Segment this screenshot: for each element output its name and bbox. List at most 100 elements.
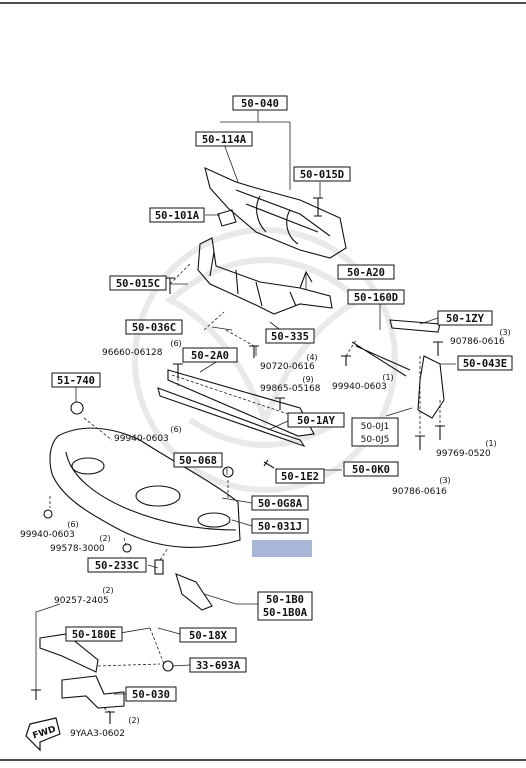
callout-50-036c[interactable]: 50-036C	[125, 319, 183, 335]
partno-99865[interactable]: 99865-05168	[260, 384, 321, 394]
callout-50-1e2[interactable]: 50-1E2	[275, 468, 325, 484]
callout-51-740[interactable]: 51-740	[51, 372, 101, 388]
code-label: 50-114A	[202, 134, 247, 146]
partno-90786-lower[interactable]: 90786-0616	[392, 487, 447, 497]
stud-90257[interactable]	[31, 689, 41, 700]
code-label: 50-1ZY	[446, 313, 485, 325]
partno-9yaa3[interactable]: 9YAA3-0602	[70, 729, 125, 739]
callout-50-0g8a[interactable]: 50-0G8A	[251, 495, 309, 511]
qty-99940-right: (1)	[382, 373, 393, 382]
bolt-90786-upper[interactable]	[433, 341, 443, 356]
partno-90720[interactable]: 90720-0616	[260, 362, 315, 372]
fwd-arrow-icon: FWD	[25, 717, 61, 752]
callout-50-043e[interactable]: 50-043E	[457, 355, 513, 371]
qty-90786-lower: (3)	[439, 476, 450, 485]
callout-50-1zy[interactable]: 50-1ZY	[437, 310, 493, 326]
qty-96660: (6)	[170, 339, 181, 348]
code-label: 50-A20	[347, 267, 385, 279]
callout-50-101a[interactable]: 50-101A	[149, 207, 205, 223]
reinforcement-ribs	[235, 189, 331, 245]
emblem-51-740[interactable]	[70, 401, 84, 415]
callout-50-015c[interactable]: 50-015C	[109, 275, 167, 291]
callout-33-693a[interactable]: 33-693A	[189, 657, 247, 673]
bolt-015c[interactable]	[165, 277, 175, 294]
code-label: 50-1B0A	[263, 607, 308, 619]
code-label: 50-1AY	[297, 415, 336, 427]
qty-99769: (1)	[485, 439, 496, 448]
hardware-labels: (6) 96660-06128 (4) 90720-0616 (9) 99865…	[20, 328, 511, 739]
callout-50-0j1-0j5[interactable]: 50-0J1 50-0J5	[351, 417, 399, 447]
nut-99940[interactable]	[43, 509, 53, 519]
qty-9yaa3: (2)	[128, 716, 139, 725]
partno-99940-left[interactable]: 99940-0603	[20, 530, 75, 540]
partno-99940-right[interactable]: 99940-0603	[332, 382, 387, 392]
bolt-9yaa3[interactable]	[105, 711, 115, 724]
bolt-90786-lower[interactable]	[415, 435, 425, 450]
callout-50-18x[interactable]: 50-18X	[179, 627, 237, 643]
callout-50-114a[interactable]: 50-114A	[195, 131, 253, 147]
qty-99865: (9)	[302, 375, 313, 384]
callout-50-1ay[interactable]: 50-1AY	[287, 412, 345, 428]
code-label: 33-693A	[196, 660, 241, 672]
clip-101a[interactable]	[217, 209, 237, 227]
qty-99940-left: (6)	[67, 520, 78, 529]
code-label: 50-015D	[300, 169, 344, 181]
callout-50-2a0[interactable]: 50-2A0	[182, 347, 238, 363]
bolt-015d[interactable]	[313, 197, 323, 217]
callout-50-a20[interactable]: 50-A20	[337, 264, 395, 280]
code-label: 50-18X	[189, 630, 228, 642]
lip-strip[interactable]	[157, 387, 306, 448]
pin-1e2[interactable]	[263, 459, 275, 469]
callout-50-0k0[interactable]: 50-0K0	[343, 461, 399, 477]
code-label: 50-335	[271, 331, 309, 343]
code-label: 50-0J1	[361, 422, 390, 432]
callout-50-040[interactable]: 50-040	[232, 95, 288, 111]
callout-50-1b0[interactable]: 50-1B0 50-1B0A	[257, 591, 313, 621]
code-label: 50-043E	[463, 358, 507, 370]
bumper-fascia[interactable]	[49, 427, 241, 548]
bolt-99769[interactable]	[435, 425, 445, 440]
bolt-90720[interactable]	[249, 345, 259, 358]
callout-50-160d[interactable]: 50-160D	[347, 289, 405, 305]
grille-strip[interactable]	[167, 369, 315, 437]
partno-90257[interactable]: 90257-2405	[54, 596, 109, 606]
code-label: 51-740	[57, 375, 95, 387]
clip-233c[interactable]	[154, 559, 164, 575]
fog-lamp-opening-right	[197, 512, 231, 528]
side-bracket[interactable]	[389, 319, 445, 419]
callout-50-180e[interactable]: 50-180E	[65, 626, 123, 642]
code-label: 50-068	[179, 455, 217, 467]
callout-50-233c[interactable]: 50-233C	[87, 557, 147, 573]
code-label: 50-0G8A	[258, 498, 303, 510]
callout-50-335[interactable]: 50-335	[265, 328, 315, 344]
callout-50-068[interactable]: 50-068	[173, 452, 223, 468]
lower-bracket[interactable]	[61, 675, 125, 709]
code-label: 50-1B0	[266, 594, 304, 606]
code-label: 50-0K0	[352, 464, 390, 476]
qty-99940-mid: (6)	[170, 425, 181, 434]
code-label: 50-030	[132, 689, 170, 701]
bracket-details	[209, 251, 313, 307]
fog-lamp-cover[interactable]	[175, 573, 213, 611]
partno-99578[interactable]: 99578-3000	[50, 544, 105, 554]
partno-99769[interactable]: 99769-0520	[436, 449, 491, 459]
bolt-99940-right[interactable]	[341, 355, 351, 366]
callout-50-015d[interactable]: 50-015D	[293, 166, 351, 182]
code-label: 50-101A	[155, 210, 200, 222]
clip-068[interactable]	[222, 466, 234, 478]
bumper-bracket[interactable]	[197, 237, 333, 315]
partno-96660[interactable]: 96660-06128	[102, 348, 163, 358]
callout-50-031j[interactable]: 50-031J	[251, 518, 309, 534]
partno-99940-mid[interactable]: 99940-0603	[114, 434, 169, 444]
partno-90786-upper[interactable]: 90786-0616	[450, 337, 505, 347]
code-label: 50-0J5	[361, 435, 390, 445]
screw-96660[interactable]	[173, 363, 183, 378]
reinforcement-part[interactable]	[204, 167, 347, 259]
clip-99578[interactable]	[122, 543, 132, 553]
qty-99578: (2)	[99, 534, 110, 543]
brace-rod[interactable]	[351, 341, 411, 377]
callout-50-030[interactable]: 50-030	[125, 686, 177, 702]
screw-99865[interactable]	[275, 397, 285, 410]
nut-33-693a[interactable]	[162, 660, 174, 672]
